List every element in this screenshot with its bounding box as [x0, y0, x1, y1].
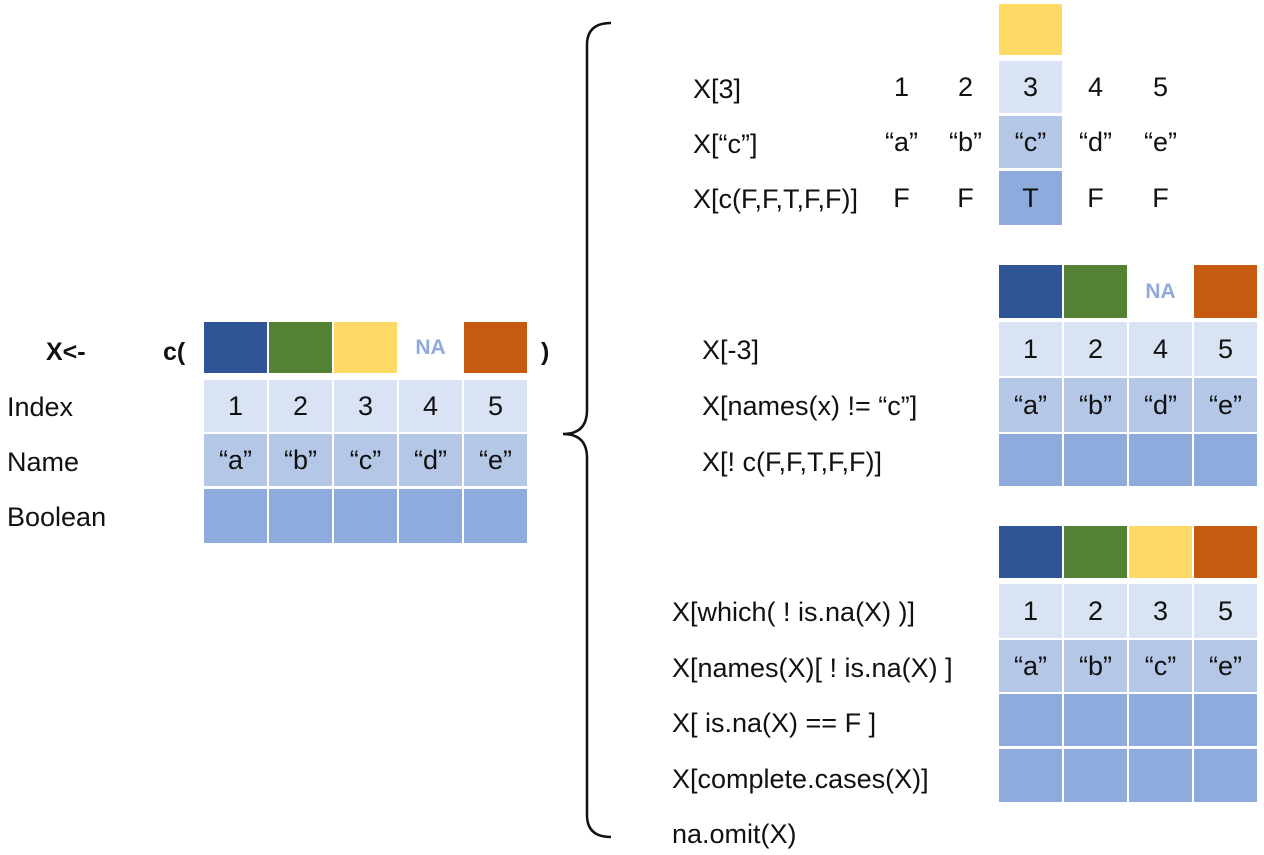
index-cell: 2 [1064, 322, 1127, 376]
index-cell: 1 [999, 584, 1062, 638]
boolean-cell [1064, 434, 1127, 486]
boolean-cell [1129, 749, 1192, 802]
name-cell: “a” [204, 434, 267, 486]
c-close-label: ) [541, 338, 550, 366]
na-value: NA [415, 335, 446, 359]
name-cell: “d” [399, 434, 462, 486]
expression-label: X[which( ! is.na(X) )] [672, 597, 916, 627]
index-cell: 1 [204, 380, 267, 432]
value-swatch-yellow [1129, 526, 1192, 578]
name-cell: “c” [334, 434, 397, 486]
selected-value-swatch-yellow [999, 4, 1062, 55]
expression-label: X[complete.cases(X)] [672, 764, 929, 794]
value-swatch-green [269, 322, 332, 373]
boolean-cell [269, 489, 332, 543]
index-cell: 2 [269, 380, 332, 432]
name-cell: “a” [999, 640, 1062, 692]
row-label-boolean: Boolean [7, 502, 107, 532]
name-cell: “d” [1079, 126, 1112, 157]
assign-label: X<- [46, 338, 86, 366]
expression-label: na.omit(X) [672, 819, 797, 849]
expression-label: X[-3] [702, 335, 760, 365]
name-cell: “b” [269, 434, 332, 486]
name-cell: “b” [1064, 640, 1127, 692]
boolean-cell [999, 749, 1062, 802]
name-cell: “e” [1194, 378, 1257, 432]
index-cell: 1 [999, 322, 1062, 376]
index-cell: 2 [957, 71, 974, 102]
na-value: NA [1145, 279, 1176, 303]
value-swatch-orange [1194, 526, 1257, 578]
selected-boolean-cell: T [999, 171, 1062, 225]
value-swatch-blue [204, 322, 267, 373]
boolean-cell [1194, 434, 1257, 486]
boolean-cell [464, 489, 527, 543]
boolean-cell [1064, 749, 1127, 802]
expression-label: X[c(F,F,T,F,F)] [693, 184, 858, 214]
index-cell: 4 [399, 380, 462, 432]
index-cell: 3 [1129, 584, 1192, 638]
name-cell: “a” [885, 126, 918, 157]
value-swatch-yellow [334, 322, 397, 373]
index-cell: 5 [1152, 71, 1169, 102]
name-cell: “e” [1194, 640, 1257, 692]
name-cell: “c” [1129, 640, 1192, 692]
index-cell: 5 [1194, 322, 1257, 376]
value-swatch-orange [464, 322, 527, 373]
expression-label: X[names(X)[ ! is.na(X) ] [672, 653, 953, 683]
expression-label: X[ is.na(X) == F ] [672, 708, 877, 738]
index-cell: 5 [464, 380, 527, 432]
value-swatch-blue [999, 526, 1062, 578]
boolean-cell: F [1087, 182, 1104, 213]
selected-index-cell: 3 [999, 61, 1062, 113]
boolean-cell [1064, 694, 1127, 746]
name-cell: “b” [1064, 378, 1127, 432]
expression-label: X[names(x) != “c”] [702, 391, 918, 421]
value-swatch-orange [1194, 265, 1257, 318]
boolean-cell: F [957, 182, 974, 213]
boolean-cell [1194, 694, 1257, 746]
name-cell: “e” [1144, 126, 1177, 157]
expression-label: X[3] [693, 74, 742, 104]
boolean-cell [334, 489, 397, 543]
expression-label: X[“c”] [693, 129, 758, 159]
index-cell: 1 [893, 71, 910, 102]
name-cell: “e” [464, 434, 527, 486]
expression-label: X[! c(F,F,T,F,F)] [702, 447, 882, 477]
c-open-label: c( [163, 338, 186, 366]
row-label-name: Name [7, 447, 80, 477]
index-cell: 5 [1194, 584, 1257, 638]
row-label-index: Index [7, 392, 74, 422]
boolean-cell [1129, 694, 1192, 746]
boolean-cell: F [893, 182, 910, 213]
boolean-cell [399, 489, 462, 543]
index-cell: 4 [1129, 322, 1192, 376]
index-cell: 2 [1064, 584, 1127, 638]
value-swatch-green [1064, 526, 1127, 578]
boolean-cell [1194, 749, 1257, 802]
name-cell: “d” [1129, 378, 1192, 432]
index-cell: 3 [334, 380, 397, 432]
name-cell: “a” [999, 378, 1062, 432]
boolean-cell: F [1152, 182, 1169, 213]
boolean-cell [999, 434, 1062, 486]
index-cell: 4 [1087, 71, 1104, 102]
name-cell: “b” [949, 126, 982, 157]
boolean-cell [1129, 434, 1192, 486]
value-swatch-blue [999, 265, 1062, 318]
boolean-cell [204, 489, 267, 543]
curly-brace [562, 21, 612, 839]
boolean-cell [999, 694, 1062, 746]
selected-name-cell: “c” [999, 116, 1062, 168]
value-swatch-green [1064, 265, 1127, 318]
